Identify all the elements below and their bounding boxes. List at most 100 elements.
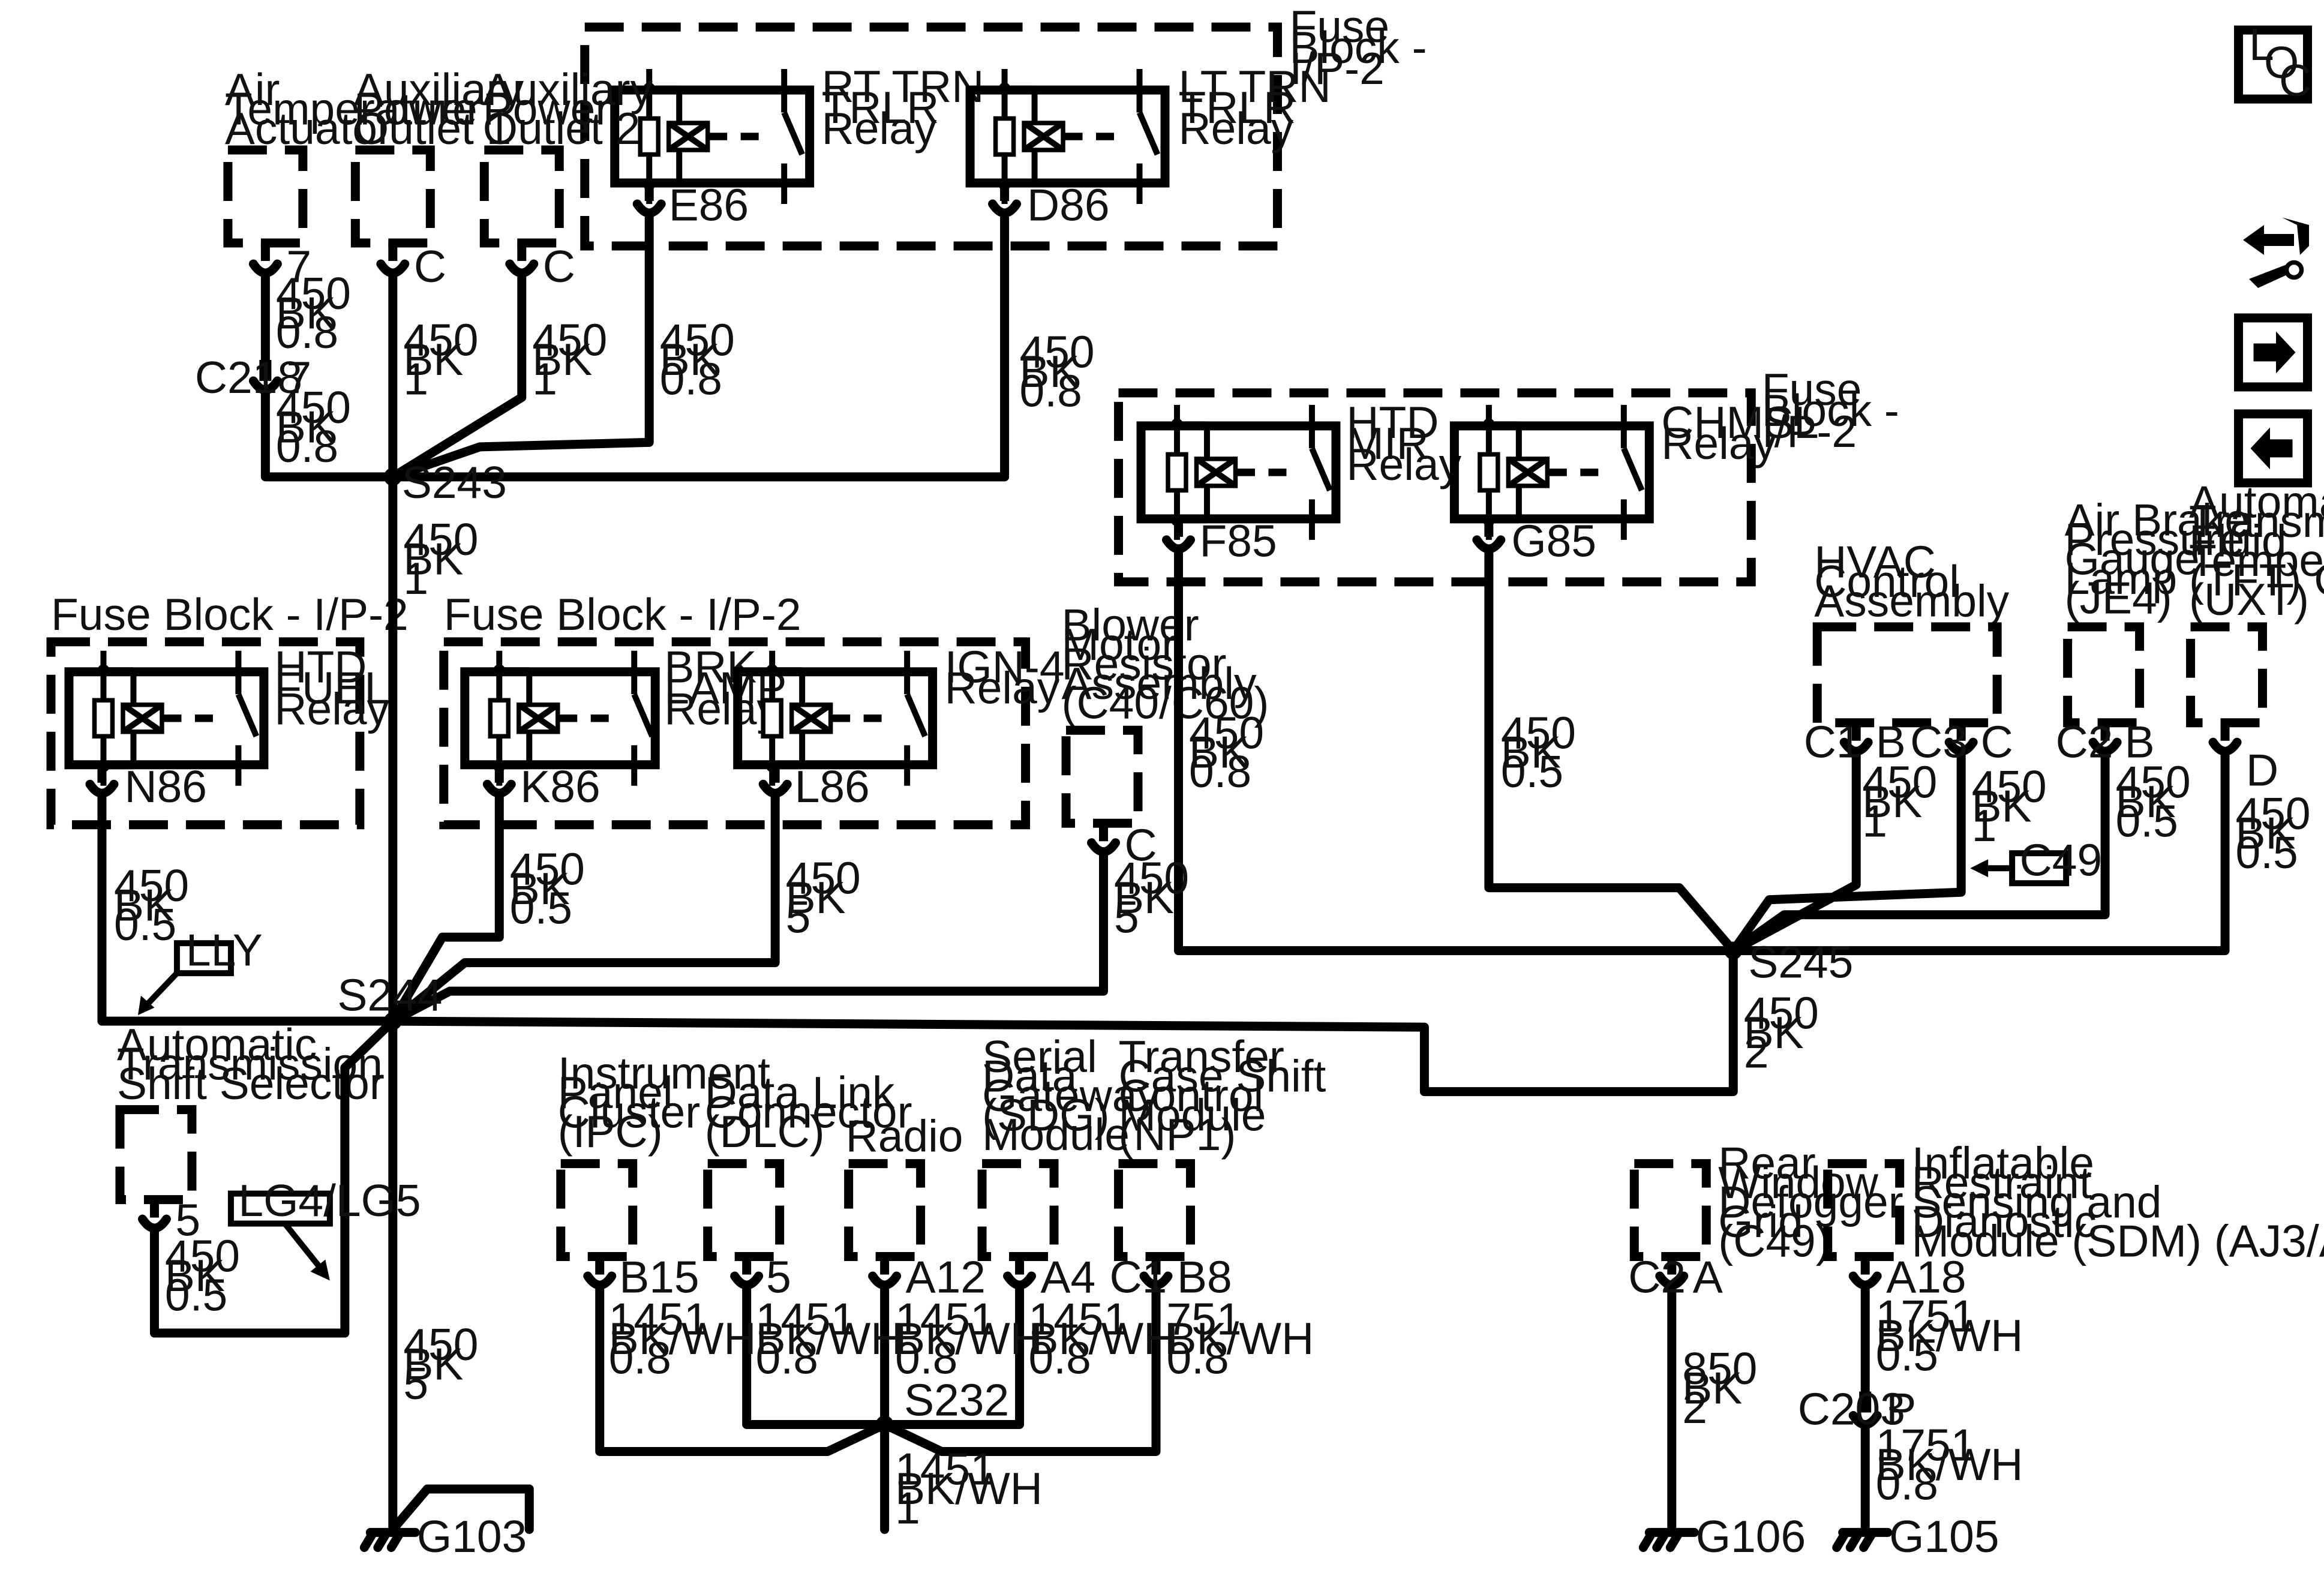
- svg-text:Fuse: Fuse: [1289, 1, 1389, 52]
- svg-text:Relay: Relay: [664, 683, 779, 734]
- svg-text:LG4/LG5: LG4/LG5: [238, 1175, 421, 1226]
- swap-icon[interactable]: [2243, 217, 2310, 288]
- svg-text:Actuator: Actuator: [225, 103, 392, 154]
- svg-text:Air Brake: Air Brake: [2065, 494, 2250, 545]
- fuse-block-left: Fuse Block - I/P-2 HTD FUEL Relay: [46, 589, 409, 830]
- svg-text:C1: C1: [1110, 1252, 1167, 1302]
- flag-lg4-lg5[interactable]: LG4/LG5: [227, 1175, 421, 1281]
- svg-text:0.8: 0.8: [1876, 1458, 1938, 1509]
- instrument-panel-cluster: Instrument Panel Cluster (IPC): [556, 1048, 770, 1262]
- svg-text:0.5: 0.5: [1876, 1329, 1938, 1380]
- svg-text:IGN-4: IGN-4: [945, 641, 1065, 692]
- ground-g105: G105: [1889, 1511, 1999, 1562]
- svg-text:BK/WH: BK/WH: [1876, 1439, 2023, 1490]
- svg-text:Transfer: Transfer: [1119, 1031, 1284, 1082]
- loc-letter-c: C: [2279, 55, 2311, 106]
- ign-4-relay: IGN-4 Relay: [733, 641, 1065, 785]
- svg-text:450: 450: [786, 853, 861, 903]
- svg-text:0.8: 0.8: [609, 1332, 671, 1383]
- svg-text:Module: Module: [1119, 1090, 1266, 1140]
- svg-text:450: 450: [2236, 788, 2311, 839]
- svg-text:BK: BK: [403, 533, 463, 584]
- loc-letter-l: L: [2249, 19, 2274, 70]
- splice-s232: S232: [904, 1374, 1009, 1425]
- svg-text:Rear: Rear: [1718, 1138, 1815, 1188]
- svg-text:A4: A4: [1041, 1252, 1096, 1302]
- inline-connector-bodies: [259, 359, 1872, 1413]
- svg-text:A18: A18: [1886, 1252, 1966, 1302]
- svg-text:450: 450: [1972, 761, 2047, 812]
- serial-data-gateway-module: Serial Data Gateway (SDG) Module: [977, 1031, 1160, 1262]
- svg-text:Block -: Block -: [1762, 385, 1899, 436]
- svg-text:BK: BK: [786, 872, 846, 923]
- reference-labels: C218 C203 S243 S244 S245 S232 G103 G106 …: [195, 352, 1999, 1562]
- svg-text:MIR: MIR: [1346, 418, 1428, 469]
- svg-text:450: 450: [403, 314, 478, 365]
- svg-text:5: 5: [766, 1252, 791, 1302]
- svg-text:BK: BK: [1501, 727, 1561, 778]
- arrow-left-icon[interactable]: [2234, 409, 2313, 488]
- svg-text:BK: BK: [1972, 781, 2032, 831]
- svg-text:(IPC): (IPC): [558, 1106, 663, 1157]
- svg-text:450: 450: [403, 1319, 478, 1370]
- svg-text:1: 1: [895, 1482, 920, 1533]
- loc-icon[interactable]: L O C: [2234, 19, 2313, 106]
- svg-text:0.8: 0.8: [895, 1332, 957, 1383]
- svg-text:850: 850: [1682, 1343, 1757, 1394]
- svg-text:BK/WH: BK/WH: [1166, 1313, 1314, 1364]
- svg-text:Grid: Grid: [1718, 1196, 1803, 1247]
- pin-labels: 7 7 C C E86 D86 F85 G85 N86 K86 L86 C C1…: [124, 179, 2278, 1434]
- svg-text:751: 751: [1166, 1294, 1241, 1344]
- htd-mir-relay: HTD MIR Relay: [1136, 397, 1462, 540]
- svg-text:G85: G85: [1511, 515, 1596, 566]
- svg-text:Block -: Block -: [1289, 22, 1427, 73]
- svg-text:Data Link: Data Link: [705, 1067, 895, 1118]
- svg-text:C1: C1: [1804, 716, 1861, 767]
- svg-text:1: 1: [403, 353, 428, 404]
- splice-s245: S245: [1748, 937, 1853, 987]
- svg-text:Fuse Block - I/P-2: Fuse Block - I/P-2: [51, 589, 409, 640]
- flag-lly[interactable]: LLY: [137, 925, 263, 1016]
- flag-c49[interactable]: C49: [1970, 835, 2103, 887]
- svg-text:C49: C49: [2020, 835, 2103, 885]
- svg-text:RT TRN: RT TRN: [822, 61, 984, 112]
- svg-text:5: 5: [403, 1358, 428, 1409]
- svg-text:Case Shift: Case Shift: [1119, 1051, 1326, 1101]
- svg-text:C: C: [543, 241, 575, 292]
- transfer-case-shift-control-module: Transfer Case Shift Control Module (NP1): [1114, 1031, 1326, 1262]
- svg-text:BK: BK: [2236, 808, 2296, 858]
- svg-text:Serial: Serial: [982, 1031, 1097, 1082]
- svg-text:Outlet 1: Outlet 1: [354, 103, 512, 154]
- svg-text:Cluster: Cluster: [558, 1087, 700, 1137]
- svg-text:CHMSL: CHMSL: [1661, 397, 1818, 448]
- svg-text:BK/WH: BK/WH: [895, 1313, 1043, 1364]
- air-brake-pressure-gauge-lamp: Air Brake Pressure Gauge Lamp (JE4): [2063, 494, 2250, 728]
- svg-text:Transmission: Transmission: [117, 1039, 383, 1089]
- svg-text:450: 450: [1189, 707, 1264, 758]
- arrow-right-icon[interactable]: [2234, 313, 2313, 392]
- svg-text:BK/WH: BK/WH: [1029, 1313, 1176, 1364]
- svg-text:Assembly: Assembly: [1814, 575, 2009, 626]
- svg-text:LLY: LLY: [186, 925, 263, 975]
- ground-g103: G103: [417, 1511, 527, 1562]
- svg-text:L86: L86: [795, 761, 870, 812]
- svg-text:BK: BK: [1744, 1007, 1804, 1058]
- svg-text:C: C: [414, 241, 446, 292]
- svg-text:Transmission: Transmission: [2189, 496, 2324, 547]
- svg-text:BK: BK: [1114, 872, 1174, 923]
- svg-text:P: P: [1886, 1383, 1916, 1434]
